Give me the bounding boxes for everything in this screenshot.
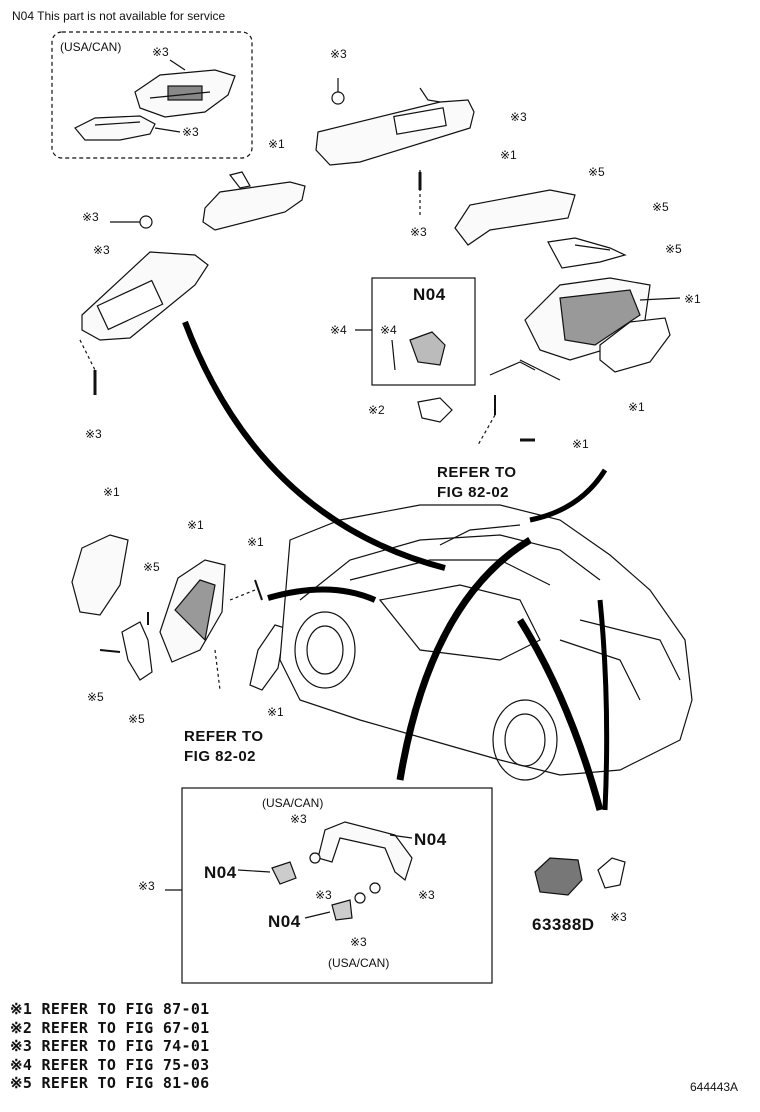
assist-grip-cap [417,397,453,423]
ref-1-left-cover: ※1 [103,485,120,499]
part-number-63388d: 63388D [532,915,595,934]
assist-grip-cap-lower [331,899,353,921]
reference-legend: ※1 REFER TO FIG 87-01 ※2 REFER TO FIG 67… [10,1000,209,1093]
fig-82-02-left: FIG 82-02 [184,748,257,765]
legend-row-2: ※2 REFER TO FIG 67-01 [10,1018,210,1037]
usa-can-label-top: (USA/CAN) [60,40,122,54]
ref-3-lamp-lens: ※3 [182,125,199,139]
ref-3-left-clip: ※3 [82,210,99,224]
map-lamp-lens [74,115,156,141]
sun-visor-left [81,251,209,341]
outer-mirror-cover [454,189,576,246]
legend-row-3: ※3 REFER TO FIG 74-01 [10,1037,210,1055]
refer-to-right: REFER TO [437,464,517,481]
visor-clip-upper [331,91,345,105]
ref-5-top-2: ※5 [652,200,669,214]
ref-1-mirror: ※1 [268,137,285,151]
outer-mirror-bracket [547,237,627,269]
ref-3-grip-mid: ※3 [315,888,332,902]
assist-grip-cap-left [271,861,297,885]
legend-row-5: ※5 REFER TO FIG 81-06 [10,1074,210,1092]
switch-63388d [534,857,583,896]
assist-grip-detail-box [181,787,493,984]
ref-1-mirror-body: ※1 [684,292,701,306]
n04-label-lower: N04 [268,912,301,931]
ref-1-left-bolt: ※1 [247,535,264,549]
refer-to-left: REFER TO [184,728,264,745]
ref-1-left-glass: ※1 [267,705,284,719]
usa-can-label-bottom: (USA/CAN) [328,956,390,970]
usa-can-label-grip: (USA/CAN) [262,796,324,810]
legend-row-1: ※1 REFER TO FIG 87-01 [10,1000,210,1018]
n04-detail-box [371,277,476,386]
ref-3-map-lamp: ※3 [152,45,169,59]
left-mirror-bracket [121,621,153,681]
n04-part-mid [409,331,446,366]
fig-82-02-right: FIG 82-02 [437,484,510,501]
n04-label-cap: N04 [204,863,237,882]
ref-5-left-2: ※5 [87,690,104,704]
ref-2-part: ※2 [368,403,385,417]
switch-clip [597,857,626,889]
n04-label-grip: N04 [414,830,447,849]
left-mirror-cover [71,534,129,616]
ref-3-switch-clip: ※3 [610,910,627,924]
header-note: N04 This part is not available for servi… [12,9,226,23]
inner-rear-view-mirror [202,171,306,231]
ref-5-left-3: ※5 [128,712,145,726]
ref-5-top-1: ※5 [588,165,605,179]
figure-id: 644443A [690,1080,739,1094]
ref-3-left-visor: ※3 [93,243,110,257]
left-mirror-body [159,559,226,663]
ref-3-visor-clip: ※3 [330,47,347,61]
ref-3-box: ※3 [138,879,155,893]
ref-1-left-body: ※1 [187,518,204,532]
vehicle-body [279,504,693,781]
ref-1-cover: ※1 [500,148,517,162]
ref-4-inner: ※4 [380,323,397,337]
n04-label-box: N04 [413,285,446,304]
ref-1-bolt: ※1 [572,437,589,451]
usa-can-dashed-box [51,31,253,159]
legend-row-4: ※4 REFER TO FIG 75-03 [10,1055,210,1074]
ref-3-visor: ※3 [510,110,527,124]
ref-4-outer: ※4 [330,323,347,337]
map-lamp-housing [134,69,236,118]
assist-grip [317,821,413,882]
ref-1-mirror-glass: ※1 [628,400,645,414]
ref-5-top-3: ※5 [665,242,682,256]
ref-3-grip-low: ※3 [350,935,367,949]
ref-3-left-screw: ※3 [85,427,102,441]
ref-3-visor-screw: ※3 [410,225,427,239]
sun-visor-right [315,87,475,166]
outer-mirror-glass [599,317,671,373]
ref-3-grip-top: ※3 [290,812,307,826]
ref-5-left-1: ※5 [143,560,160,574]
ref-3-grip-right: ※3 [418,888,435,902]
